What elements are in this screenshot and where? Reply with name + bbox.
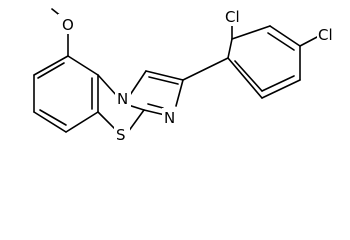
methoxy-oxygen-label: O [62,16,74,34]
bond-imid-phenyl [182,57,229,81]
bond-c6-n [97,74,118,97]
bond-ph-c5-c6 [261,79,301,99]
imidazole-nitrogen-label: N [164,109,175,127]
bond-ph-c3-c4-inner [267,32,295,51]
bond-c5-c4-inner [37,62,65,79]
bond-para-chlorine [299,35,320,47]
bond-ph-c6-c1 [227,57,263,99]
structure-diagram: O S N N Cl Cl [33,8,333,144]
bond-c2-imid-n1 [175,79,184,107]
para-chlorine-label: Cl [318,26,333,44]
bridgehead-nitrogen-label: N [117,90,128,108]
bond-c3-c2-imid-inner [148,76,179,85]
bond-s-c8a [127,109,145,133]
bond-ph-c3-c4 [269,25,301,47]
bond-c6-c5 [67,55,99,76]
ortho-chlorine-label: Cl [225,8,240,26]
bond-c5-c4 [33,55,69,76]
bond-c3-c2 [33,111,67,133]
bond-n-c3 [129,70,147,96]
bond-c3-c2-imid [145,70,184,81]
bond-c3-c2-inner [39,109,67,126]
bond-ph-c1-c2 [227,38,233,59]
bond-n1-c8a-inner [147,103,164,109]
bond-ph-c1-c6-inner [234,60,263,92]
thiazole-sulfur-label: S [116,126,126,144]
bond-n1-c8a [143,109,166,116]
molecule-drawing: O S N N Cl Cl [33,8,333,144]
bond-ph-c5-c6-inner [261,75,295,92]
bond-ph-c2-c3 [231,25,271,40]
bond-c2-c1 [65,111,99,133]
